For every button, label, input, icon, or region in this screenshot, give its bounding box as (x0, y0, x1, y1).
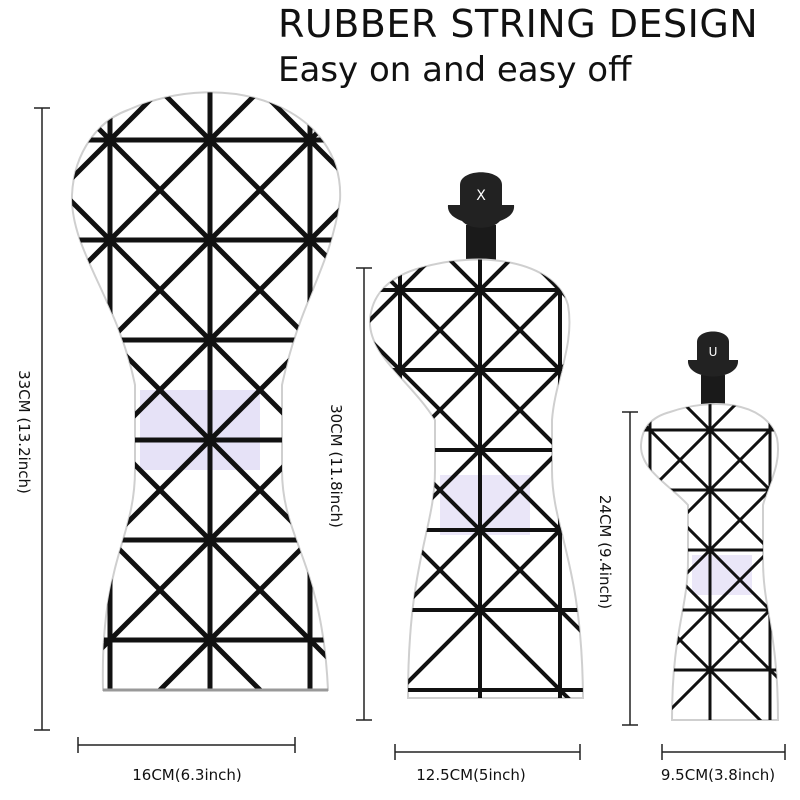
medium-width-line (394, 744, 581, 760)
small-height-label: 24CM (9.4inch) (596, 494, 614, 610)
large-height-label: 33CM (13.2inch) (15, 370, 33, 494)
small-width-label: 9.5CM(3.8inch) (660, 766, 776, 784)
large-headcover (70, 91, 342, 692)
sub-headline: Easy on and easy off (278, 50, 632, 90)
small-height-line (622, 411, 638, 726)
large-height-line (34, 107, 50, 731)
tag-letter: X (476, 188, 486, 204)
medium-headcover: X (368, 172, 585, 699)
diamond-grid (71, 92, 341, 690)
small-width-line (661, 744, 786, 760)
medium-width-label: 12.5CM(5inch) (416, 766, 526, 784)
small-headcover: U (639, 331, 780, 721)
headline: RUBBER STRING DESIGN (278, 2, 759, 46)
rubber-tag: X (447, 172, 515, 270)
medium-height-label: 30CM (11.8inch) (327, 404, 345, 528)
tag-letter: U (709, 345, 718, 359)
medium-height-line (356, 267, 372, 721)
dimension-lines (34, 107, 786, 760)
large-width-line (77, 737, 296, 753)
large-width-label: 16CM(6.3inch) (132, 766, 242, 784)
rubber-tag: U (687, 331, 739, 415)
